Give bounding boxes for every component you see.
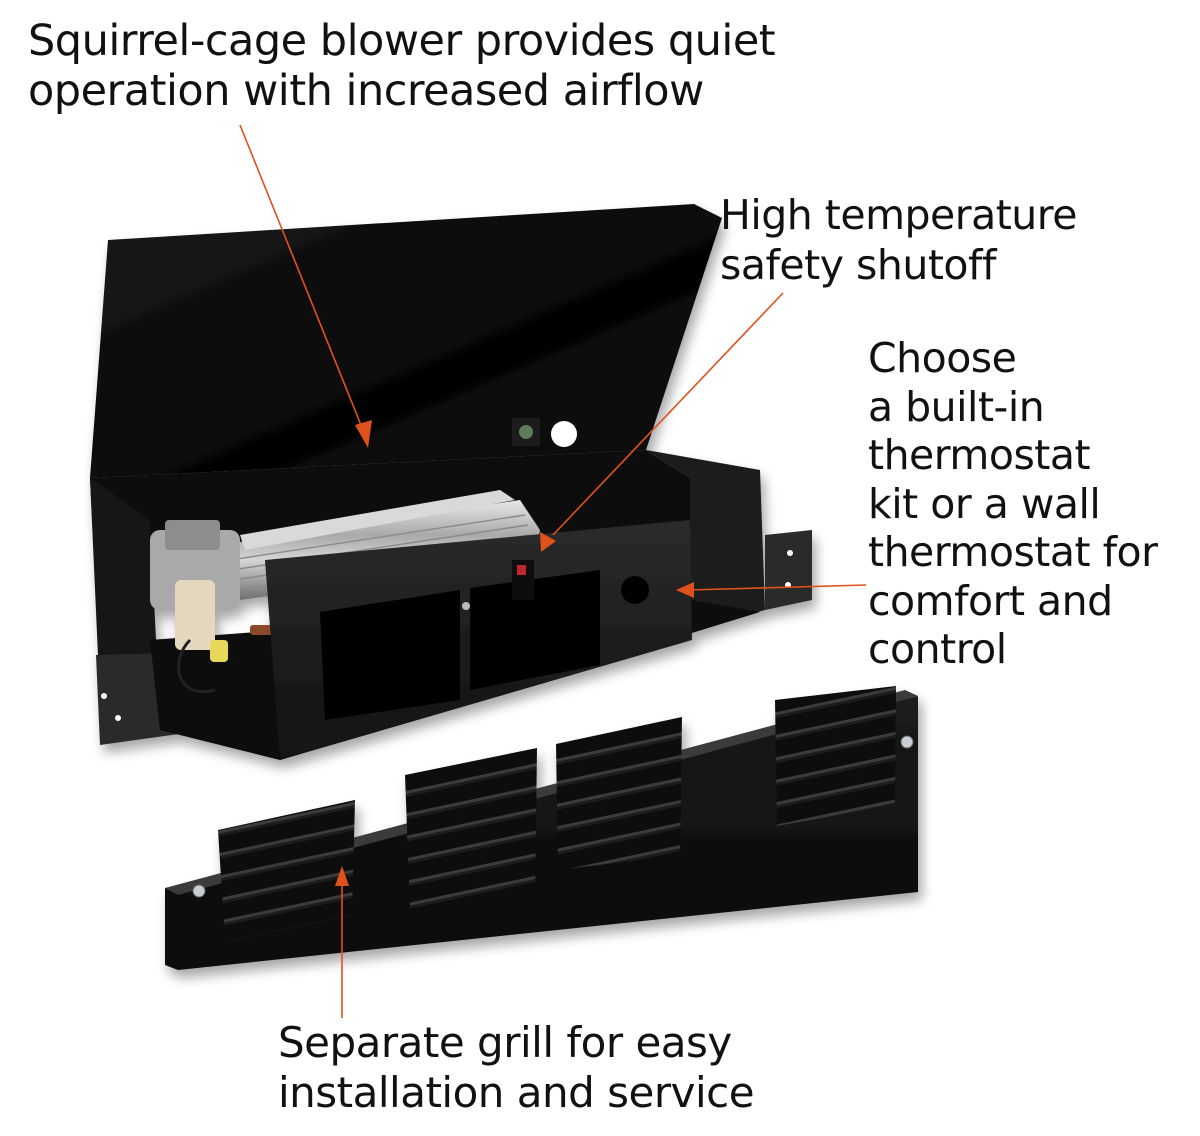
front-grill [165, 686, 918, 970]
louver-bank-2 [405, 748, 537, 908]
annotation-arrows [239, 124, 867, 1018]
callout-grill-line-2: installation and service [278, 1068, 755, 1117]
arrow-shutoff-head [540, 532, 556, 552]
callout-shutoff-line-1: High temperature [720, 191, 1077, 239]
louver-bank-1 [218, 800, 355, 942]
callout-thermostat-line-7: control [868, 625, 1007, 673]
callout-thermostat-line-1: Choose [868, 334, 1017, 382]
callout-shutoff-line-2: safety shutoff [720, 241, 996, 289]
callout-thermostat-line-5: thermostat for [868, 528, 1158, 576]
callout-thermostat-line-4: kit or a wall [868, 479, 1101, 528]
callout-thermostat-line-6: comfort and [868, 576, 1113, 625]
thermostat-knockout [621, 576, 649, 604]
callout-thermostat-line-2: a built-in [868, 382, 1045, 431]
arrow-thermostat-head [676, 582, 694, 598]
callout-blower-line-2: operation with increased airflow [28, 66, 704, 116]
louver-bank-3 [556, 717, 682, 870]
heater-housing [90, 204, 812, 760]
callout-safety-shutoff: High temperature safety shutoff [720, 190, 1077, 290]
louver-bank-4 [775, 686, 896, 826]
callout-grill: Separate grill for easy installation and… [278, 1018, 755, 1118]
arrow-grill-head [335, 866, 349, 886]
right-mounting-flange [765, 530, 812, 610]
callout-thermostat: Choose a built-in thermostat kit or a wa… [868, 334, 1158, 674]
housing-lid [90, 204, 722, 478]
arrow-blower-line [239, 124, 366, 436]
arrow-thermostat-line [687, 584, 867, 591]
callout-grill-line-1: Separate grill for easy [278, 1018, 732, 1067]
callout-blower-line-1: Squirrel-cage blower provides quiet [28, 16, 776, 66]
arrow-blower-head [355, 420, 372, 448]
callout-thermostat-line-3: thermostat [868, 431, 1091, 479]
arrow-shutoff-line [552, 292, 784, 536]
callout-blower: Squirrel-cage blower provides quiet oper… [28, 16, 776, 116]
